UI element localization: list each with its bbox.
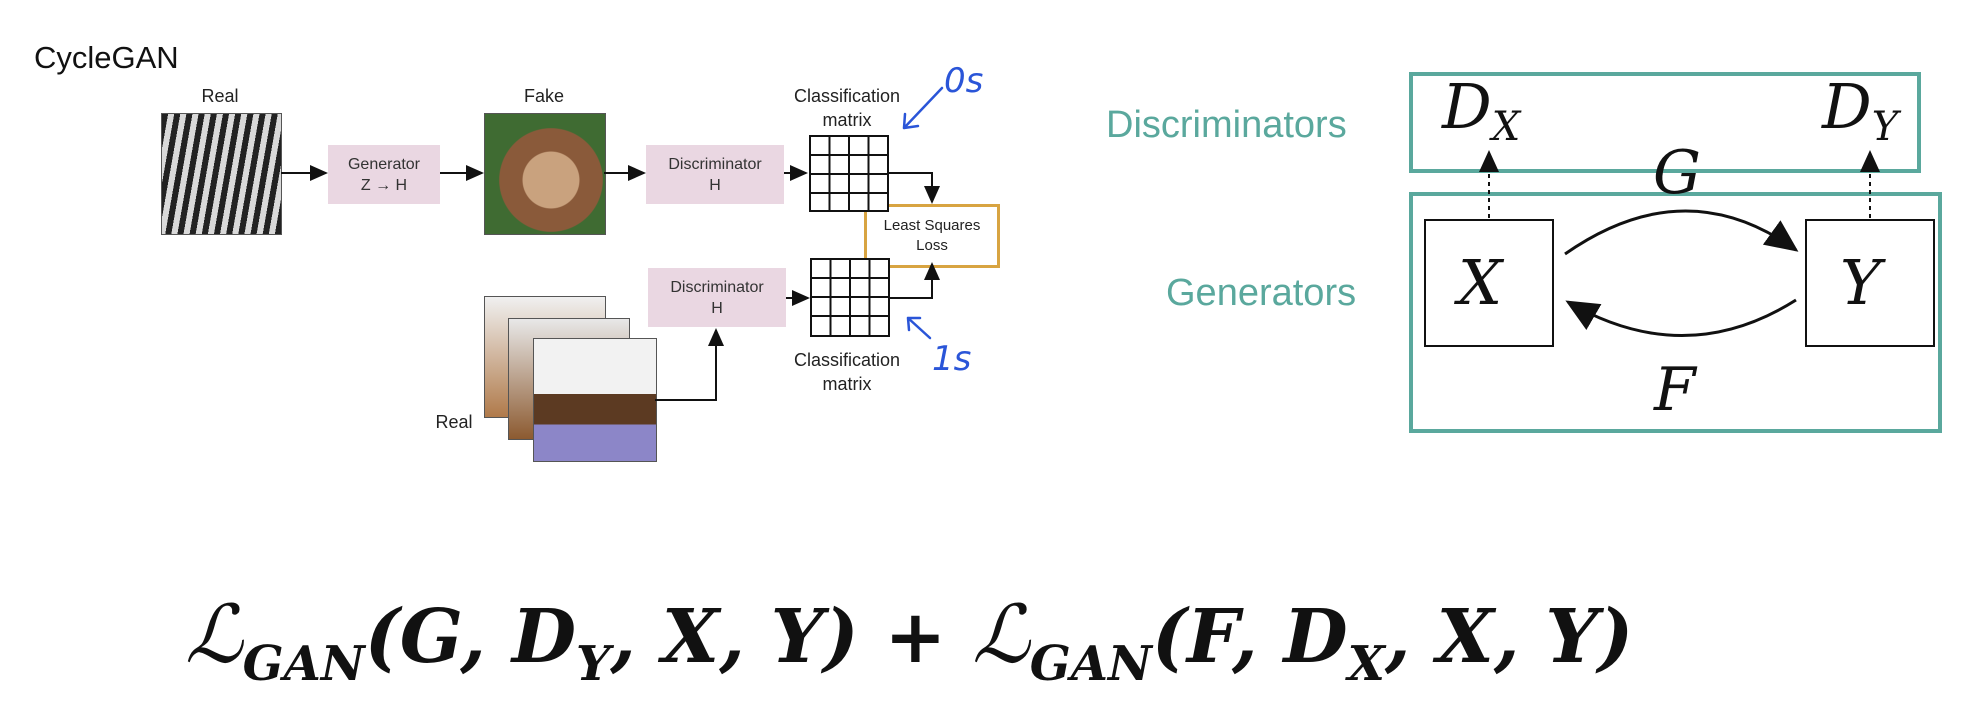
discriminator-top-box: Discriminator H <box>646 145 784 204</box>
classification-matrix-top <box>809 135 889 212</box>
discriminator-bottom-line1: Discriminator <box>670 278 764 296</box>
generators-frame <box>1409 192 1942 433</box>
matrix-top-label-line2: matrix <box>822 110 872 130</box>
annotation-arrow-bottom <box>906 316 932 340</box>
dx-base: D <box>1442 70 1492 143</box>
generators-label: Generators <box>1166 272 1357 314</box>
real-zebra-image <box>161 113 282 235</box>
fake-label: Fake <box>523 86 565 106</box>
annotation-top: 0s <box>944 61 983 101</box>
generator-box: Generator Z → H <box>328 145 440 204</box>
real-bottom-label: Real <box>435 412 473 432</box>
x-node-label: X <box>1458 246 1503 319</box>
generator-line2: Z → H <box>360 176 408 194</box>
formula-part1-sub: GAN <box>242 636 365 692</box>
dy-sub: Y <box>1871 104 1899 150</box>
formula-part2-cal: ℒ <box>972 588 1030 681</box>
left-diagram-connectors: 0s 1s <box>281 61 983 401</box>
formula-part2-args-a: (F, D <box>1151 594 1348 680</box>
dy-label: DY <box>1822 70 1898 150</box>
y-node-box <box>1805 219 1935 347</box>
matrix-top-label-line1: Classification <box>793 86 901 106</box>
discriminator-top-line1: Discriminator <box>668 155 762 173</box>
formula-plus: + <box>858 594 973 680</box>
formula-part1-args-a: (G, D <box>364 594 577 680</box>
classification-matrix-bottom <box>810 258 890 337</box>
matrix-bottom-label: Classification matrix <box>782 348 912 396</box>
discriminators-label: Discriminators <box>1106 104 1347 146</box>
formula-part2-args-sub: X <box>1347 636 1385 692</box>
arrow-matrix-bottom-to-loss <box>888 262 940 299</box>
generator-line1: Generator <box>347 155 421 173</box>
discriminator-bottom-line2: H <box>711 299 723 317</box>
loss-line1: Least Squares <box>883 217 981 234</box>
y-node-label: Y <box>1840 246 1881 319</box>
discriminators-frame <box>1409 72 1921 173</box>
formula-part1-args-sub: Y <box>576 636 611 692</box>
formula-part2-sub: GAN <box>1029 636 1152 692</box>
least-squares-loss-box: Least Squares Loss <box>864 204 1000 268</box>
f-label: F <box>1654 355 1696 425</box>
gan-loss-formula: ℒGAN(G, DY, X, Y) + ℒGAN(F, DX, X, Y) <box>185 588 1633 692</box>
right-diagram-connectors <box>1409 72 1942 433</box>
slide-title: CycleGAN <box>34 40 179 75</box>
dx-label: DX <box>1442 70 1520 150</box>
g-label: G <box>1653 138 1701 208</box>
g-arrow <box>1564 209 1799 256</box>
formula-part1-cal: ℒ <box>185 588 243 681</box>
dx-sub: X <box>1491 104 1521 150</box>
discriminator-top-line2: H <box>709 176 721 194</box>
real-horses-field-image <box>533 338 657 462</box>
arrow-matrix-top-to-loss <box>888 172 940 204</box>
formula-part1-args-b: , X, Y) <box>610 594 859 680</box>
f-arrow <box>1565 298 1797 337</box>
arrow-real-to-discriminator <box>655 328 724 401</box>
annotation-arrow-top <box>902 86 944 130</box>
matrix-top-label: Classification matrix <box>782 84 912 132</box>
discriminator-bottom-box: Discriminator H <box>648 268 786 327</box>
real-top-label: Real <box>201 86 239 106</box>
formula-part2-args-b: , X, Y) <box>1384 594 1634 680</box>
matrix-bottom-label-line2: matrix <box>822 374 872 394</box>
annotation-bottom: 1s <box>932 339 971 379</box>
matrix-bottom-label-line1: Classification <box>793 350 901 370</box>
loss-line2: Loss <box>916 237 948 254</box>
dy-base: D <box>1822 70 1872 143</box>
x-node-box <box>1424 219 1554 347</box>
